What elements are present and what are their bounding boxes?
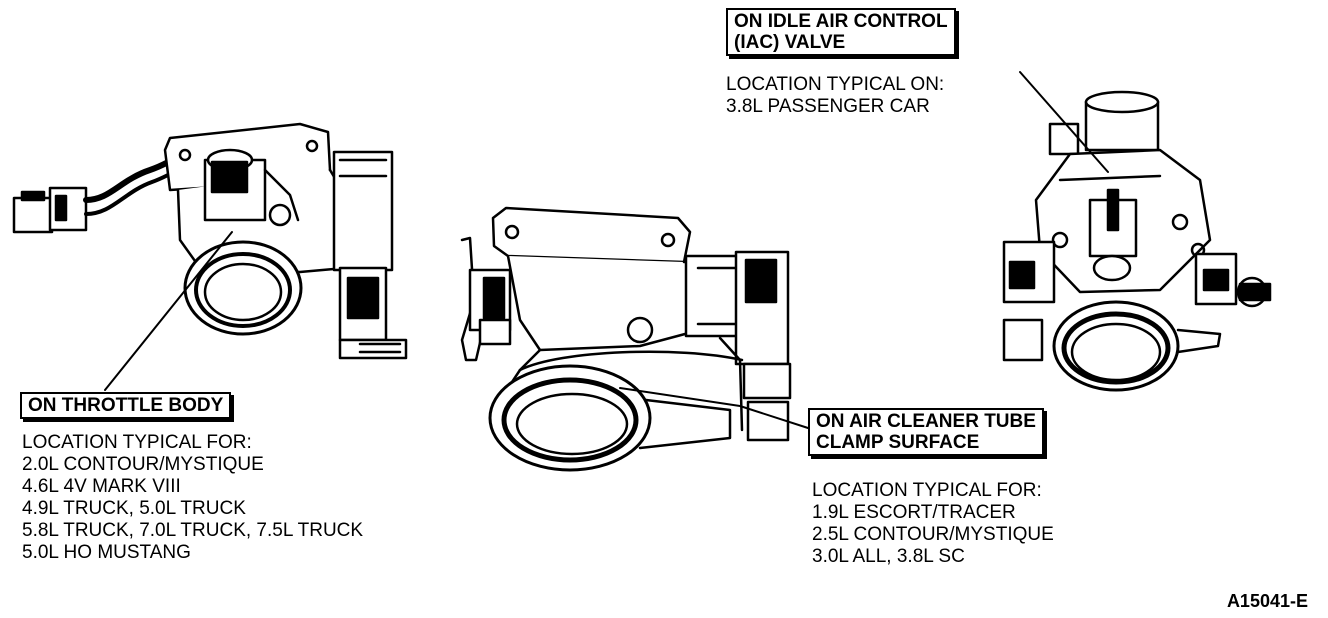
air-cleaner-location-heading: LOCATION TYPICAL FOR: (812, 480, 1042, 501)
air-cleaner-location-text: LOCATION TYPICAL FOR: 1.9L ESCORT/TRACER… (812, 480, 1054, 568)
iac-label-line-1: ON IDLE AIR CONTROL (734, 11, 948, 32)
throttle-body-label-box: ON THROTTLE BODY (20, 392, 232, 419)
air-cleaner-leader (619, 387, 809, 429)
iac-leader (1019, 71, 1109, 173)
iac-label-line-2: (IAC) VALVE (734, 32, 846, 53)
air-cleaner-label-line-2: CLAMP SURFACE (816, 432, 980, 453)
throttle-body-location-heading: LOCATION TYPICAL FOR: (22, 432, 252, 453)
air-cleaner-location-item: 1.9L ESCORT/TRACER (812, 502, 1016, 523)
air-cleaner-location-item: 2.5L CONTOUR/MYSTIQUE (812, 524, 1054, 545)
iac-location-text: LOCATION TYPICAL ON: 3.8L PASSENGER CAR (726, 74, 944, 118)
throttle-body-label-line: ON THROTTLE BODY (28, 395, 224, 416)
air-cleaner-location-item: 3.0L ALL, 3.8L SC (812, 546, 965, 567)
iac-location-item: 3.8L PASSENGER CAR (726, 96, 930, 117)
leader-lines (104, 71, 1109, 429)
iac-label-box: ON IDLE AIR CONTROL (IAC) VALVE (726, 8, 956, 56)
iac-location-heading: LOCATION TYPICAL ON: (726, 74, 945, 95)
middle-throttle-body-illustration (460, 206, 792, 472)
throttle-body-location-item: 4.6L 4V MARK VIII (22, 476, 181, 497)
left-throttle-body-illustration (12, 122, 408, 360)
throttle-body-location-item: 4.9L TRUCK, 5.0L TRUCK (22, 498, 246, 519)
air-cleaner-label-box: ON AIR CLEANER TUBE CLAMP SURFACE (808, 408, 1044, 456)
figure-id: A15041-E (1226, 591, 1308, 611)
throttle-body-location-item: 5.0L HO MUSTANG (22, 542, 191, 563)
air-cleaner-label-line-1: ON AIR CLEANER TUBE (816, 411, 1036, 432)
right-throttle-body-illustration (1002, 90, 1272, 392)
throttle-body-location-item: 5.8L TRUCK, 7.0L TRUCK, 7.5L TRUCK (22, 520, 364, 541)
throttle-body-leader (104, 231, 233, 391)
throttle-body-location-text: LOCATION TYPICAL FOR: 2.0L CONTOUR/MYSTI… (22, 432, 363, 564)
throttle-body-location-item: 2.0L CONTOUR/MYSTIQUE (22, 454, 264, 475)
